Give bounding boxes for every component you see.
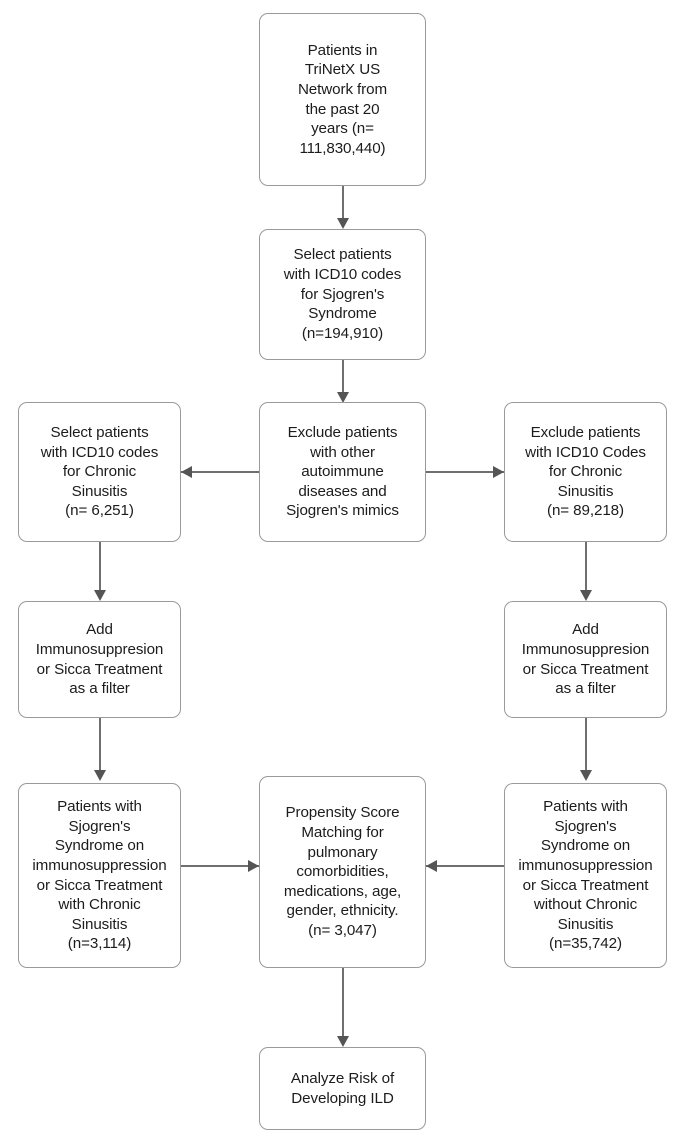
connector-source-to-sjogrens — [336, 186, 349, 230]
arrowhead-right-icon — [248, 859, 259, 872]
connector-right-cohort-to-psm — [426, 859, 504, 872]
arrowhead-left-icon — [181, 465, 192, 478]
node-add-filter-left: Add Immunosuppresion or Sicca Treatment … — [18, 601, 181, 718]
node-cohort-source: Patients in TriNetX US Network from the … — [259, 13, 426, 186]
node-label: Patients in TriNetX US Network from the … — [297, 41, 388, 157]
connector-exclude-to-left — [181, 465, 259, 478]
arrowhead-right-icon — [493, 465, 504, 478]
arrowhead-left-icon — [426, 859, 437, 872]
node-analyze-outcome: Analyze Risk of Developing ILD — [259, 1047, 426, 1130]
connector-left-to-filter — [93, 542, 106, 602]
node-label: Exclude patients with ICD10 Codes for Ch… — [525, 423, 646, 520]
node-add-filter-right: Add Immunosuppresion or Sicca Treatment … — [504, 601, 667, 718]
node-label: Analyze Risk of Developing ILD — [290, 1069, 395, 1107]
connector-right-to-filter — [579, 542, 592, 602]
node-label: Add Immunosuppresion or Sicca Treatment … — [521, 621, 650, 698]
connector-left-cohort-to-psm — [181, 859, 259, 872]
arrowhead-down-icon — [336, 218, 349, 229]
connector-filter-left-to-cohort — [93, 718, 106, 782]
node-label: Select patients with ICD10 codes for Chr… — [40, 423, 159, 520]
node-label: Patients with Sjogren's Syndrome on immu… — [32, 798, 167, 953]
node-label: Propensity Score Matching for pulmonary … — [283, 804, 402, 940]
arrowhead-down-icon — [579, 590, 592, 601]
node-propensity-score-matching: Propensity Score Matching for pulmonary … — [259, 776, 426, 968]
node-exclude-chronic-sinusitis: Exclude patients with ICD10 Codes for Ch… — [504, 402, 667, 542]
node-label: Add Immunosuppresion or Sicca Treatment … — [35, 621, 164, 698]
connector-sjogrens-to-exclude — [336, 360, 349, 404]
node-label: Select patients with ICD10 codes for Sjo… — [283, 246, 402, 342]
connector-exclude-to-right — [426, 465, 504, 478]
arrowhead-down-icon — [93, 770, 106, 781]
arrowhead-down-icon — [336, 1036, 349, 1047]
node-cohort-without-sinusitis: Patients with Sjogren's Syndrome on immu… — [504, 783, 667, 968]
node-label: Patients with Sjogren's Syndrome on immu… — [518, 798, 653, 953]
node-select-sjogrens: Select patients with ICD10 codes for Sjo… — [259, 229, 426, 360]
node-label: Exclude patients with other autoimmune d… — [286, 423, 399, 520]
connector-filter-right-to-cohort — [579, 718, 592, 782]
node-exclude-autoimmune: Exclude patients with other autoimmune d… — [259, 402, 426, 542]
connector-psm-to-analyze — [336, 968, 349, 1048]
arrowhead-down-icon — [336, 392, 349, 403]
arrowhead-down-icon — [93, 590, 106, 601]
node-select-chronic-sinusitis: Select patients with ICD10 codes for Chr… — [18, 402, 181, 542]
node-cohort-with-sinusitis: Patients with Sjogren's Syndrome on immu… — [18, 783, 181, 968]
arrowhead-down-icon — [579, 770, 592, 781]
